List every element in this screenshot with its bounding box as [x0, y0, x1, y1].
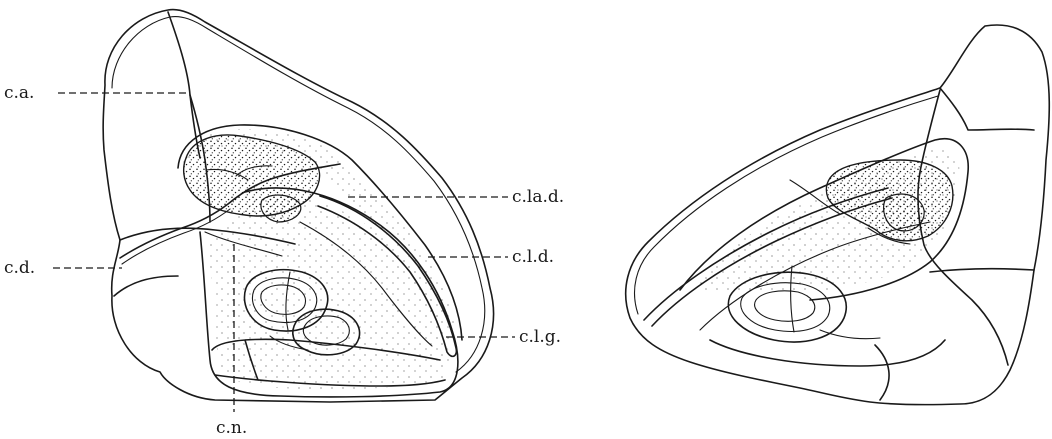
right-specimen — [626, 25, 1050, 405]
label-cld: c.l.d. — [512, 247, 554, 267]
label-clad: c.la.d. — [512, 187, 564, 207]
label-cn: c.n. — [216, 418, 247, 438]
label-cd: c.d. — [4, 258, 35, 278]
right-lower-lobe — [875, 269, 1034, 400]
left-lobe-side — [114, 276, 178, 296]
label-clg: c.l.g. — [519, 327, 561, 347]
label-ca: c.a. — [4, 83, 34, 103]
left-upper-lobe-line — [168, 12, 200, 158]
right-lobe-line — [940, 88, 1034, 130]
right-inner-capsule — [710, 340, 945, 366]
left-specimen — [103, 10, 493, 403]
right-coil-inner — [755, 291, 815, 321]
